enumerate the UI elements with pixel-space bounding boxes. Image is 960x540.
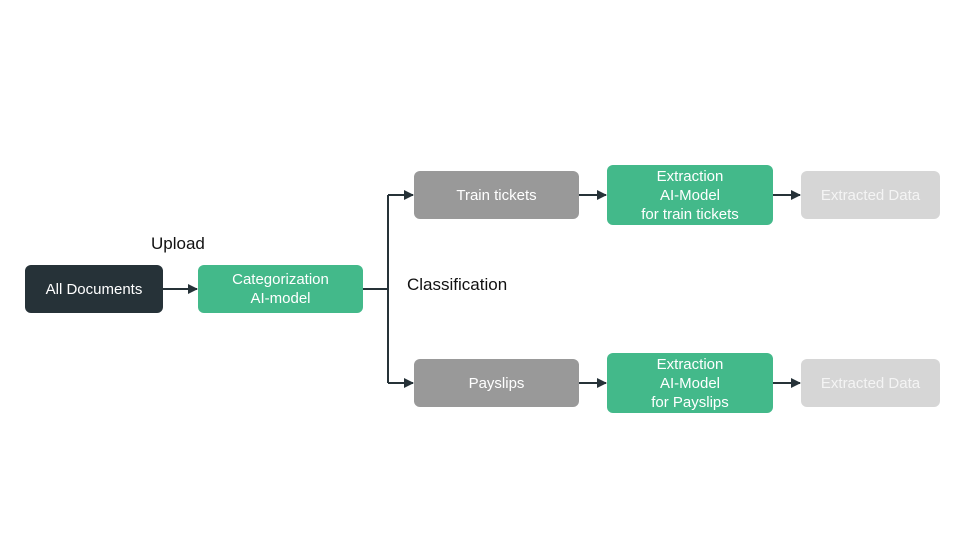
node-extracted-train-line-1: Extracted Data	[820, 186, 921, 204]
node-categorization-ai-model: Categorization AI-model	[198, 265, 363, 313]
node-categorization-line-2: AI-model	[250, 290, 311, 307]
node-extraction-payslips-line-3: for Payslips	[651, 393, 729, 411]
node-extraction-train-tickets: Extraction AI-Model for train tickets	[607, 165, 773, 225]
node-extraction-train-line-3: for train tickets	[641, 205, 739, 223]
node-extracted-data-payslips: Extracted Data	[801, 359, 940, 407]
node-payslips-line-1: Payslips	[468, 374, 525, 392]
node-extracted-data-train: Extracted Data	[801, 171, 940, 219]
branch-connector	[363, 195, 389, 383]
classification-label: Classification	[407, 275, 508, 294]
node-extraction-train-line-2: AI-Model	[659, 186, 721, 204]
node-train-tickets-line-1: Train tickets	[456, 186, 537, 204]
node-all-documents: All Documents	[25, 265, 163, 313]
node-train-tickets: Train tickets	[414, 171, 579, 219]
node-extraction-payslips-line-2: AI-Model	[659, 374, 721, 392]
node-extraction-payslips-line-1: Extraction	[656, 355, 724, 373]
node-payslips: Payslips	[414, 359, 579, 407]
node-extracted-payslips-line-1: Extracted Data	[820, 374, 921, 392]
upload-label: Upload	[151, 234, 205, 253]
node-extraction-payslips: Extraction AI-Model for Payslips	[607, 353, 773, 413]
node-categorization-line-1: Categorization	[232, 271, 329, 288]
node-all-documents-line-1: All Documents	[45, 280, 143, 298]
node-extraction-train-line-1: Extraction	[656, 167, 724, 185]
